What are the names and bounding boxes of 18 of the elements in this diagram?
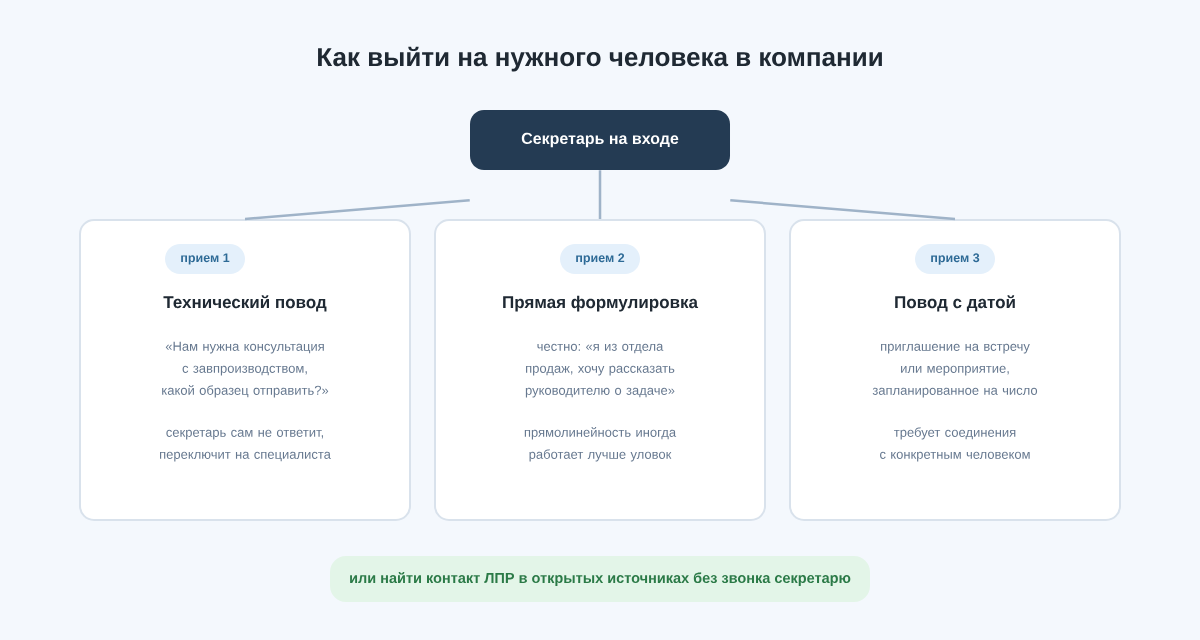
note-text: требует соединения с конкретным человеком	[880, 427, 1030, 462]
quote-text: «Нам нужна консультация с завпроизводством, какой образец отправить?»	[162, 341, 329, 398]
tag-pill: прием 1	[165, 244, 245, 274]
note-banner: или найти контакт ЛПР в открытых источниках без звонка секретарю	[330, 556, 870, 602]
title: Как выйти на нужного человека в компании	[318, 46, 882, 72]
connector-line	[598, 170, 602, 219]
card-heading: Повод с датой	[895, 295, 1015, 312]
connector-line	[244, 199, 470, 221]
role-box: Секретарь на входе	[470, 110, 730, 170]
card-heading: Технический повод	[163, 295, 327, 312]
tag-pill: прием 3	[915, 244, 995, 274]
connector-line	[730, 199, 956, 221]
note-text: прямолинейность иногда работает лучше уловок	[524, 427, 677, 462]
quote-text: честно: «я из отдела продаж, хочу рассказать руководителю о задаче»	[525, 343, 675, 398]
tag-pill: прием 2	[560, 244, 640, 274]
quote-text: приглашение на встречу или мероприятие, запланированное на число	[872, 343, 1038, 398]
card-heading: Прямая формулировка	[503, 295, 699, 312]
note-text: секретарь сам не ответит, переключит на специалиста	[160, 429, 331, 462]
